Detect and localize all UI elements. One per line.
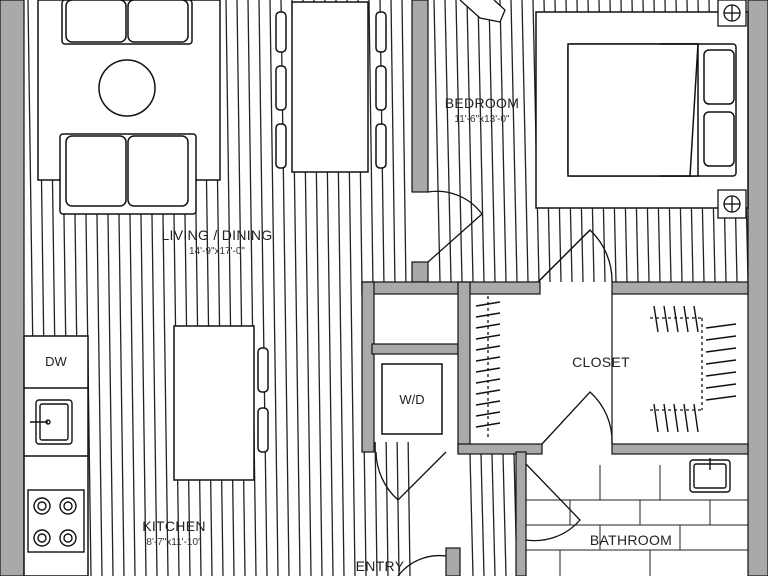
- hanger-line: [693, 403, 699, 433]
- floor-board-line: [236, 0, 246, 576]
- sofa-icon: [59, 133, 197, 215]
- floor-board-line: [258, 0, 268, 576]
- dims-bedroom: 11'-6"x13'-0": [454, 114, 510, 125]
- label-bathroom: BATHROOM: [590, 532, 672, 548]
- hanger-line: [705, 359, 737, 365]
- dims-living-dining: 14'-9"x17'-0": [189, 246, 245, 257]
- storage-floor: [372, 294, 458, 344]
- door-swing-icon: [375, 0, 613, 576]
- label-bedroom: BEDROOM: [445, 95, 519, 111]
- wall-laundry-mid: [371, 343, 459, 355]
- hanger-line: [653, 305, 659, 333]
- hanger-line: [663, 305, 669, 333]
- hanger-line: [693, 305, 699, 333]
- wall-bathroom-left: [515, 451, 527, 576]
- hanger-line: [705, 335, 737, 341]
- label-entry: ENTRY: [356, 558, 405, 574]
- dims-kitchen: 8'-7"x11'-10": [146, 537, 202, 548]
- floor-board-line: [444, 0, 452, 283]
- coffee-table-icon: [98, 59, 156, 117]
- bathroom-sink-icon: [689, 458, 731, 493]
- washer-dryer-icon: [381, 363, 443, 435]
- floor-board-line: [469, 453, 474, 576]
- hanger-line: [475, 356, 501, 362]
- armchair-icon: [61, 0, 193, 45]
- label-closet: CLOSET: [572, 354, 630, 370]
- hanger-line: [475, 345, 501, 351]
- floor-board-line: [225, 0, 235, 576]
- pillow-icon: [703, 49, 735, 167]
- hanger-line: [673, 403, 679, 433]
- wall-bedroom-left-lower: [411, 261, 429, 283]
- floor-board-line: [499, 0, 507, 283]
- stove-icon: [27, 489, 85, 553]
- bed-icon: [567, 43, 737, 177]
- hanger-line: [705, 371, 737, 377]
- hanger-line: [475, 301, 501, 307]
- closet-floor: [464, 292, 748, 444]
- floor-board-line: [247, 0, 257, 576]
- floor-board-line: [488, 0, 496, 283]
- hanger-line: [673, 305, 679, 333]
- floor-board-line: [480, 453, 485, 576]
- hanger-line: [475, 312, 501, 318]
- hanger-line: [705, 347, 737, 353]
- hanger-line: [475, 323, 501, 329]
- wall-closet-top-right: [611, 281, 749, 295]
- closet-hangers: [475, 301, 737, 433]
- label-dishwasher: DW: [45, 354, 67, 369]
- wall-laundry-left: [361, 281, 375, 453]
- floor-board-line: [477, 0, 485, 283]
- wall-bedroom-left: [411, 0, 429, 193]
- floor-board-line: [502, 453, 507, 576]
- label-kitchen: KITCHEN: [142, 518, 206, 534]
- wall-right: [747, 0, 768, 576]
- electrical-outlet-icon: [717, 0, 747, 219]
- hanger-line: [705, 383, 737, 389]
- hanger-line: [475, 334, 501, 340]
- wall-entry: [445, 547, 461, 576]
- hanger-line: [475, 389, 501, 395]
- hanger-line: [683, 305, 689, 333]
- hanger-line: [475, 367, 501, 373]
- dining-table-icon: [275, 1, 387, 173]
- sink-icon: [30, 399, 73, 445]
- wall-closet-bottom: [457, 443, 543, 455]
- hanger-line: [475, 378, 501, 384]
- floor-board-line: [455, 0, 463, 283]
- label-living-dining: LIVING / DINING: [161, 227, 272, 243]
- floor-board-line: [521, 0, 529, 283]
- label-washer-dryer: W/D: [399, 392, 424, 407]
- wall-closet-top: [361, 281, 541, 295]
- floor-board-line: [433, 0, 441, 283]
- kitchen-island-icon: [173, 325, 269, 481]
- hanger-line: [663, 403, 669, 433]
- floor-board-line: [269, 0, 279, 576]
- floor-board-line: [466, 0, 474, 283]
- wall-closet-bottom-right: [611, 443, 749, 455]
- wall-closet-left: [457, 281, 471, 453]
- hanger-line: [653, 403, 659, 433]
- floor-board-line: [510, 0, 518, 283]
- hanger-line: [683, 403, 689, 433]
- hanger-line: [705, 395, 737, 401]
- wall-left: [0, 0, 25, 576]
- hanger-line: [475, 400, 501, 406]
- hanger-line: [475, 422, 501, 428]
- floor-board-line: [491, 453, 496, 576]
- hanger-line: [705, 323, 737, 329]
- hanger-line: [475, 411, 501, 417]
